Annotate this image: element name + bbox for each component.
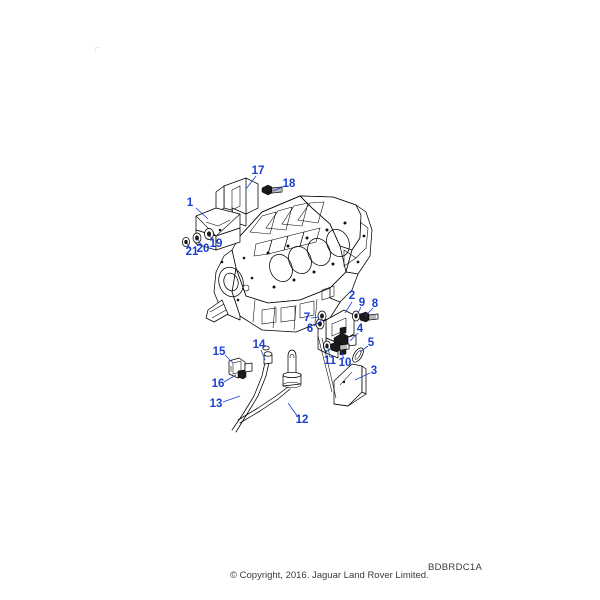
part-3-oil-baffle: [333, 363, 367, 407]
callout-label-13: 13: [210, 398, 223, 410]
callout-leader-14: [260, 349, 266, 361]
callout-label-17: 17: [252, 165, 265, 177]
callout-leader-15: [224, 354, 234, 364]
callout-leader-7: [310, 316, 320, 319]
callout-label-3: 3: [371, 365, 377, 377]
callout-leader-6: [313, 319, 323, 327]
part-code-label: BDBRDC1A: [428, 562, 483, 573]
callout-leader-5: [359, 345, 369, 353]
callout-label-11: 11: [324, 355, 337, 367]
callout-label-18: 18: [283, 178, 296, 190]
callout-label-2: 2: [349, 290, 355, 302]
callout-label-14: 14: [253, 339, 266, 351]
callout-label-7: 7: [304, 312, 310, 324]
callout-leader-9: [356, 306, 362, 316]
callout-leader-8: [364, 307, 374, 317]
callout-leader-10: [340, 349, 345, 360]
scan-artifact: [95, 47, 101, 53]
callout-label-20: 20: [197, 243, 210, 255]
callout-label-5: 5: [368, 337, 375, 349]
callout-label-6: 6: [307, 323, 313, 335]
callout-leader-2: [344, 301, 353, 314]
callout-label-1: 1: [187, 197, 194, 209]
parts-8-9-bolt-washer: [352, 310, 379, 323]
parts-15-16-switch: [228, 357, 253, 380]
callout-label-9: 9: [359, 297, 365, 309]
callout-leader-3: [354, 372, 371, 381]
callout-leader-17: [245, 175, 257, 190]
callout-leader-20: [197, 238, 202, 246]
callout-label-10: 10: [339, 357, 352, 369]
callout-label-12: 12: [296, 414, 309, 426]
callout-leader-1: [195, 207, 209, 220]
callout-leader-12: [287, 402, 299, 418]
callout-leader-21: [186, 242, 191, 250]
callout-label-19: 19: [210, 238, 223, 250]
callout-leader-4: [349, 332, 359, 342]
callout-label-21: 21: [186, 246, 199, 258]
parts-10-11-bolt-washer: [323, 340, 350, 353]
part-14-grommet: [262, 345, 270, 351]
callout-label-16: 16: [212, 378, 225, 390]
callout-label-8: 8: [372, 298, 379, 310]
copyright-notice: © Copyright, 2016. Jaguar Land Rover Lim…: [230, 570, 429, 581]
callout-leader-11: [327, 347, 331, 358]
part-5-seal: [352, 347, 364, 363]
engine-block-group: [205, 195, 373, 333]
part-18-bolt: [261, 184, 283, 196]
callout-label-4: 4: [357, 323, 364, 335]
parts-12-13-dipstick-assembly: [231, 349, 302, 433]
callout-label-15: 15: [213, 346, 226, 358]
callout-leader-13: [222, 395, 241, 403]
callout-leader-18: [272, 185, 286, 192]
callout-leader-19: [209, 235, 215, 242]
callout-leader-16: [223, 374, 237, 383]
